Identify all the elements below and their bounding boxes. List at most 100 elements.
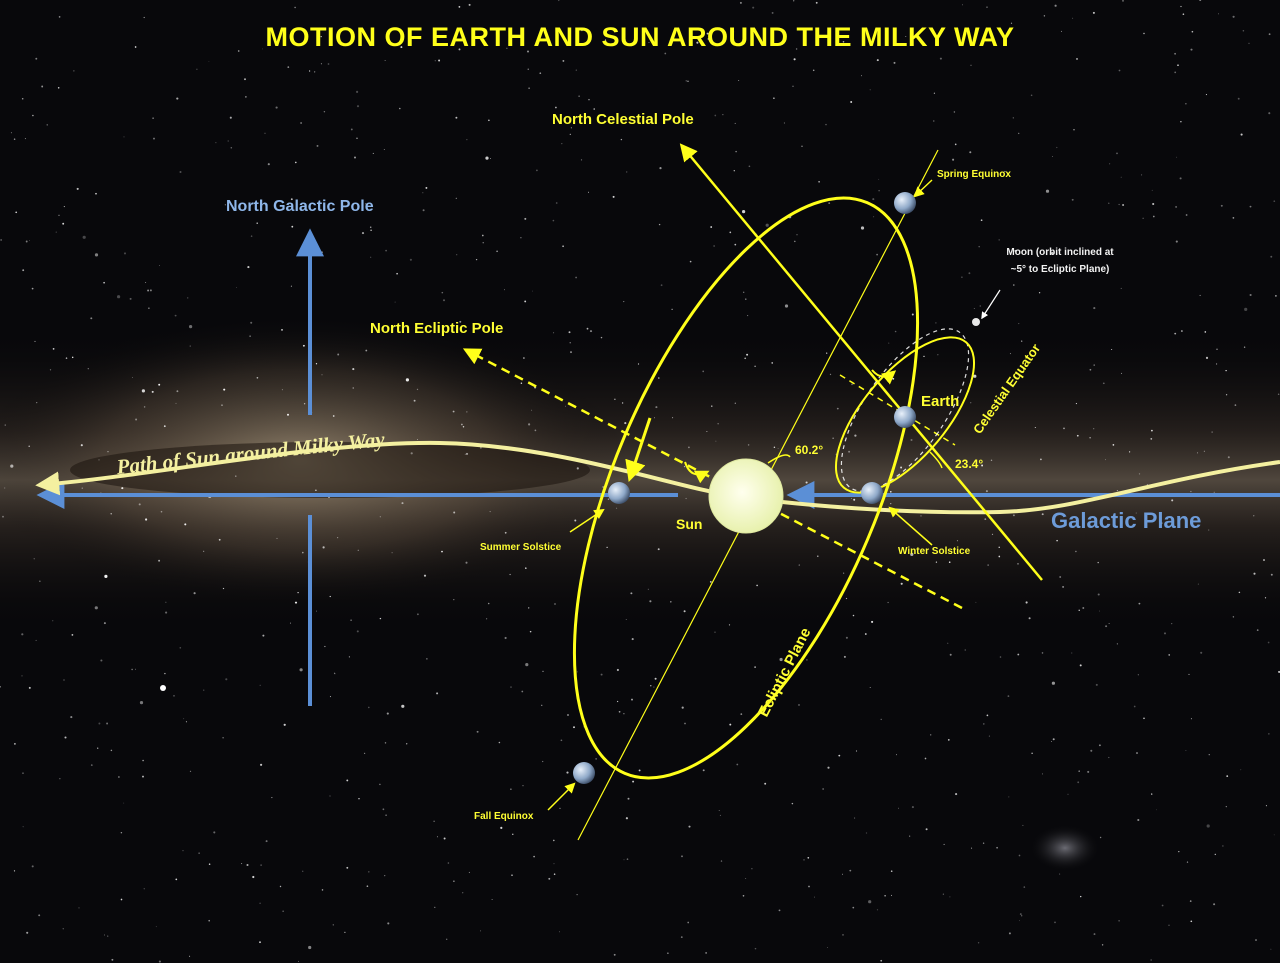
star (22, 826, 24, 828)
star (894, 330, 897, 333)
star (413, 399, 416, 402)
star (294, 601, 298, 604)
star (183, 718, 185, 720)
star (784, 304, 789, 308)
star (468, 871, 470, 874)
star (1054, 4, 1057, 7)
star (208, 61, 210, 63)
star (567, 714, 569, 716)
star (236, 286, 237, 288)
star (256, 376, 259, 379)
star (25, 240, 28, 243)
star (0, 239, 2, 241)
star (1023, 886, 1026, 888)
star (649, 600, 652, 603)
star (447, 862, 450, 864)
star (26, 931, 29, 934)
star (1093, 307, 1096, 310)
star (118, 776, 120, 778)
star (1043, 15, 1046, 17)
star (28, 445, 30, 448)
star (754, 365, 756, 368)
star (0, 686, 1, 688)
star (152, 117, 154, 119)
star (864, 633, 867, 635)
star (260, 864, 262, 866)
star (872, 198, 875, 201)
star (520, 382, 523, 385)
star (893, 61, 896, 64)
star (182, 850, 184, 852)
star (1116, 643, 1119, 645)
star (164, 672, 166, 675)
star (1079, 664, 1082, 667)
star (880, 718, 882, 721)
star (422, 209, 425, 212)
star (227, 140, 229, 142)
star (890, 894, 893, 896)
star (423, 574, 427, 577)
star (379, 516, 381, 518)
star (710, 226, 713, 228)
star (732, 30, 735, 33)
north-galactic-pole-label: North Galactic Pole (226, 198, 374, 215)
star (734, 402, 736, 404)
star (1007, 695, 1010, 697)
star (667, 952, 669, 954)
star (176, 97, 179, 100)
moon-label-line-1: Moon (orbit inclined at (1006, 247, 1114, 258)
star (1268, 112, 1271, 115)
star (1234, 404, 1237, 406)
star (76, 187, 79, 190)
star (525, 567, 527, 569)
star (783, 122, 785, 124)
star (1150, 959, 1152, 961)
star (466, 139, 468, 141)
star (332, 415, 335, 417)
star (552, 219, 555, 222)
star (632, 780, 635, 783)
star (10, 464, 14, 468)
star (1012, 514, 1015, 517)
star (314, 71, 316, 73)
star (739, 1, 742, 4)
star (441, 291, 444, 294)
bright-star (160, 685, 166, 691)
celestial-equator-ellipse (834, 336, 976, 494)
star (361, 232, 365, 235)
star (458, 5, 461, 8)
star (123, 252, 127, 255)
star (208, 919, 210, 922)
star (1136, 752, 1138, 754)
star (683, 610, 686, 613)
star (107, 935, 109, 937)
star (740, 713, 743, 715)
star (52, 348, 55, 350)
star (189, 345, 191, 347)
star (954, 143, 957, 146)
star (356, 137, 358, 140)
star (475, 816, 477, 818)
star (576, 467, 579, 470)
star (743, 291, 745, 293)
star (1253, 515, 1255, 517)
star (869, 89, 871, 91)
moon (972, 318, 980, 326)
star (528, 423, 531, 426)
star (117, 295, 121, 299)
star (841, 873, 843, 875)
star (684, 722, 686, 725)
star (385, 814, 387, 817)
star (1051, 681, 1055, 685)
star (1143, 717, 1145, 720)
star (21, 675, 23, 677)
star (100, 659, 103, 662)
star (1018, 920, 1020, 922)
star (855, 750, 858, 752)
star (1197, 583, 1199, 585)
star (653, 686, 655, 688)
star (1109, 163, 1111, 165)
star (179, 647, 182, 649)
star (121, 487, 124, 490)
star (97, 747, 99, 749)
